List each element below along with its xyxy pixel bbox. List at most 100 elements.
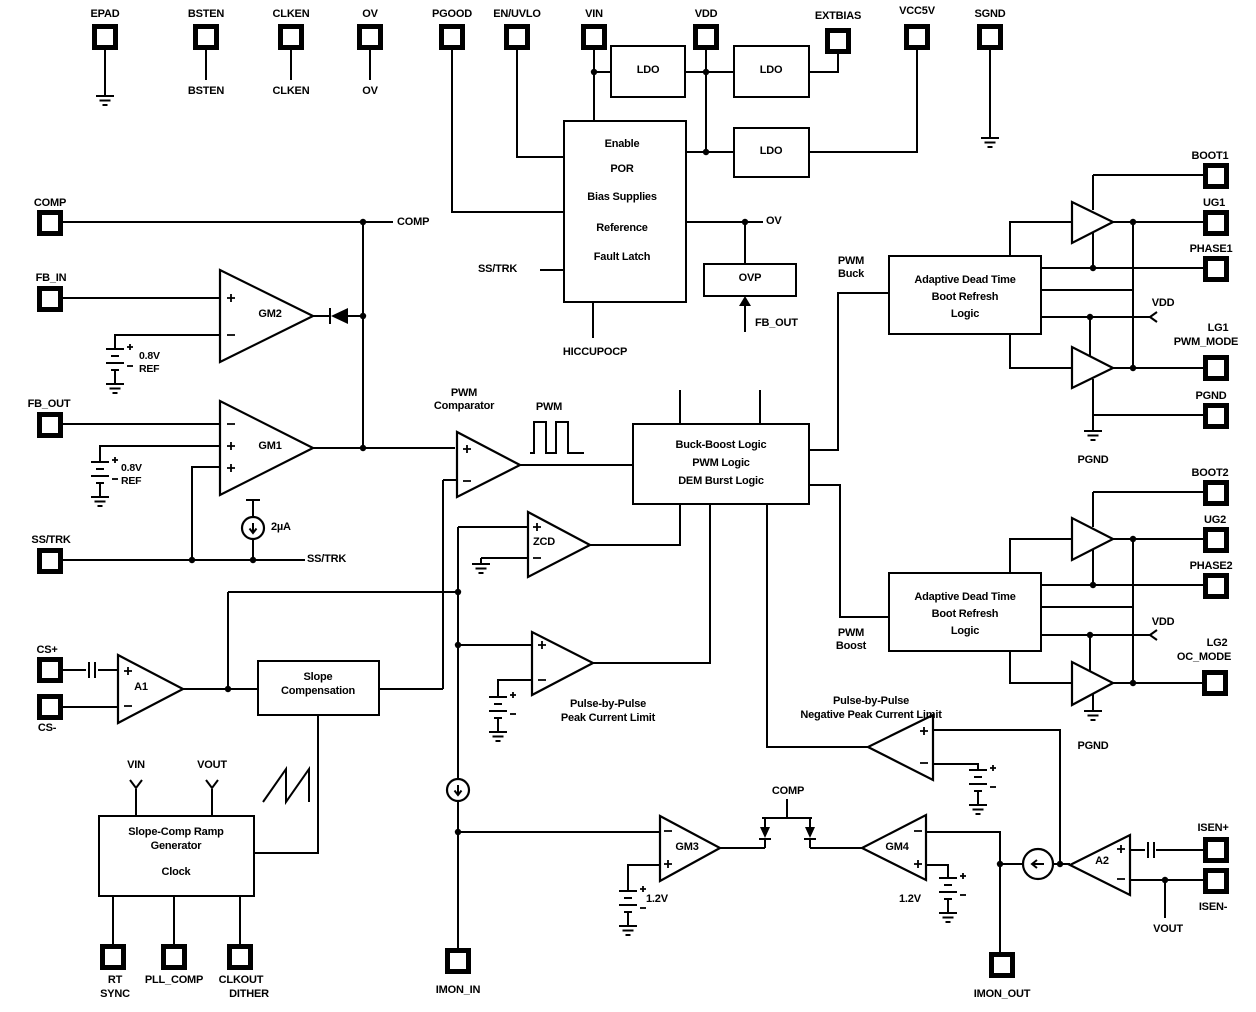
pin-pgnd [1203,403,1229,429]
label-clken: CLKEN [272,8,310,20]
ramp-generator-block [98,815,255,897]
error-amp-wires [63,221,455,561]
junction-dots [188,68,1169,884]
value-ss-current: 2µA [271,521,291,533]
text-ldo3: LDO [759,145,783,157]
pin-lg2-oc-mode [1202,670,1228,696]
pin-vdd [693,24,719,50]
label-pgnd-pin: PGND [1195,390,1227,402]
pin-clkout-dither [227,944,253,970]
netlabel-vdd2: VDD [1151,616,1175,628]
netlabel-pwm-buck-1: PWM [837,255,865,267]
ovp-block [703,263,797,297]
text-gm1: GM1 [258,440,282,452]
text-gm4: GM4 [885,841,909,853]
pin-imon-in [445,948,471,974]
netlabel-pgnd1: PGND [1077,454,1109,466]
netlabel-pgnd2: PGND [1077,740,1109,752]
label-fb-in: FB_IN [35,272,67,284]
label-en-uvlo: EN/UVLO [493,8,541,20]
label-vin: VIN [585,8,603,20]
netlabel-vout-ramp: VOUT [197,759,227,771]
text-buckboost-3: DEM Burst Logic [678,475,764,487]
label-ug2: UG2 [1203,514,1227,526]
label-sgnd: SGND [974,8,1006,20]
pin-lg1-pwm-mode [1203,355,1229,381]
pin-pgood [439,24,465,50]
label-imon-out: IMON_OUT [973,988,1031,1000]
title-peak-limit-1: Pulse-by-Pulse [569,698,647,710]
label-cs-minus: CS- [37,722,57,734]
label-extbias: EXTBIAS [814,10,862,22]
pin-ss-trk [37,548,63,574]
pin-pll-comp [161,944,187,970]
pwm-waveform-icon [530,421,584,454]
text-buckboost-2: PWM Logic [692,457,750,469]
title-neg-limit-2: Negative Peak Current Limit [800,709,942,721]
text-enable-2: POR [610,163,634,175]
label-dither: DITHER [229,988,269,1000]
zcd-comparator-icon [526,510,593,579]
netlabel-pwm-boost-2: Boost [835,640,867,652]
text-ldo2: LDO [759,64,783,76]
text-ramp-1: Slope-Comp Ramp [128,826,224,838]
text-slope-1: Slope [303,671,333,683]
netlabel-comp-mid: COMP [397,216,430,228]
netlabel-bsten: BSTEN [187,85,225,97]
label-pll-comp: PLL_COMP [144,974,204,986]
gm2-amp-icon [218,268,316,364]
enable-block-wires [540,221,763,338]
text-ramp-2: Generator [150,840,202,852]
pin-bsten [193,24,219,50]
pin-cs-minus [37,694,63,720]
label-isen-minus: ISEN- [1198,901,1228,913]
text-gm3: GM3 [675,841,699,853]
pin-clken [278,24,304,50]
pin-rt-sync [100,944,126,970]
ldo3-block [733,127,810,178]
netlabel-ov: OV [362,85,378,97]
text-gm2: GM2 [258,308,282,320]
label-cs-plus: CS+ [36,644,58,656]
fb-out-arrowhead [739,296,751,306]
pin-ug2 [1203,527,1229,553]
value-ref2-v: 0.8V [121,462,142,474]
netlabel-comp-bottom: COMP [771,785,805,797]
netlabel-pwm-buck-2: Buck [837,268,865,280]
pin-sgnd [977,24,1003,50]
gm2-diode-icon [331,308,348,324]
label-pgood: PGOOD [432,8,472,20]
text-adt2-3: Logic [950,625,980,637]
ldo1-block [610,45,686,98]
netlabel-fb-out: FB_OUT [755,317,798,329]
label-epad: EPAD [90,8,120,20]
pin-vin [581,24,607,50]
netlabel-vdd1: VDD [1151,297,1175,309]
netlabel-pwm-boost-1: PWM [837,627,865,639]
pin-fb-in [37,286,63,312]
adaptive-deadtime2-block [888,572,1042,652]
driver2-wires [1009,491,1203,721]
netlabel-pwm: PWM [535,401,563,413]
text-enable-5: Fault Latch [593,251,651,263]
driver-lg2-icon [1070,660,1116,707]
peak-limit-comparator-icon [530,630,596,697]
pin-phase2 [1203,573,1229,599]
pin-fb-out [37,412,63,438]
vdd-arrow-icon [1149,311,1158,323]
text-buckboost-1: Buck-Boost Logic [675,439,767,451]
ramp-input-arrowheads [129,779,219,790]
gm3-amp-icon [658,814,723,883]
driver-ug1-icon [1070,200,1116,245]
netlabel-ss-trk-in: SS/TRK [478,263,518,275]
title-peak-limit-2: Peak Current Limit [560,712,656,724]
a1-amp-icon [116,653,186,725]
label-vcc5v: VCC5V [899,5,935,17]
value-1v2-gm3: 1.2V [646,893,668,905]
adaptive-deadtime1-block [888,255,1042,335]
enable-por-block [563,120,687,303]
pin-ug1 [1203,210,1229,236]
pin-isen-minus [1203,868,1229,894]
imon-out-current-source-icon [1021,847,1055,881]
